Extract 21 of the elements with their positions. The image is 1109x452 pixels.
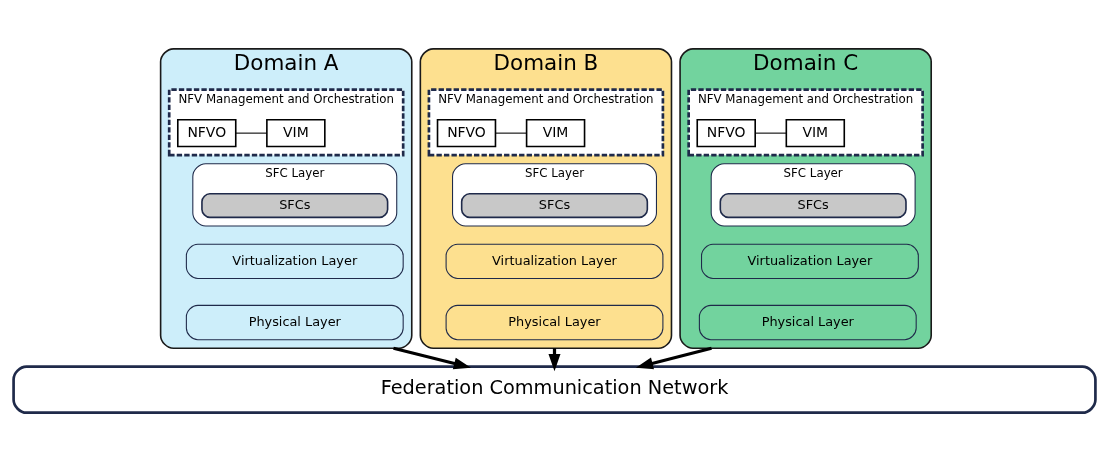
connector <box>754 132 787 134</box>
arrow <box>393 346 471 369</box>
node-box: NFVO <box>696 118 756 147</box>
node-box: Physical Layer <box>185 304 404 340</box>
node-box: Virtualization Layer <box>445 243 664 279</box>
node-box: Physical Layer <box>698 304 917 340</box>
connector <box>495 132 528 134</box>
node-box: VIM <box>266 118 326 147</box>
node-box: Virtualization Layer <box>701 243 919 279</box>
connector <box>235 132 268 134</box>
node-box: VIM <box>525 118 586 147</box>
node-box: VIM <box>785 118 846 147</box>
arrow <box>635 346 712 369</box>
node-box: NFVO <box>436 118 497 147</box>
node-box: SFCs <box>460 192 649 218</box>
node-box: SFCs <box>201 192 389 218</box>
node-box: Virtualization Layer <box>185 243 404 279</box>
node-box: Physical Layer <box>445 304 664 340</box>
node-box: SFCs <box>719 192 907 218</box>
node-box: NFVO <box>177 118 237 147</box>
node-box: Federation Communication Network <box>12 364 1097 414</box>
